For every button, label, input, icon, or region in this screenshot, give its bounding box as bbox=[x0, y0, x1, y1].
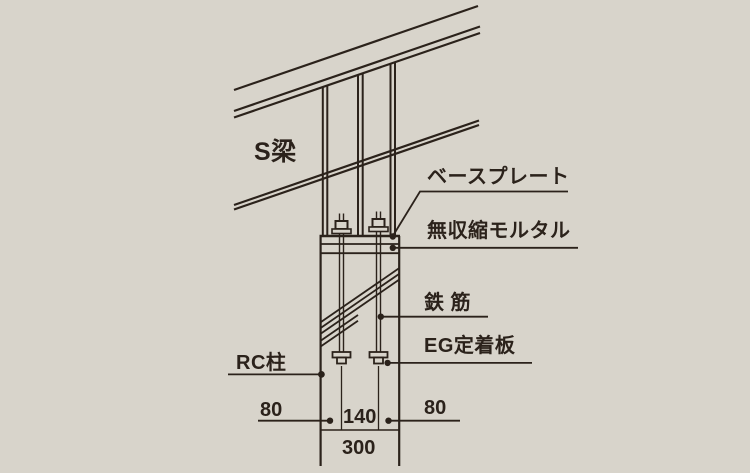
dimension-80-right: 80 bbox=[424, 397, 447, 419]
leader-base-plate bbox=[392, 190, 568, 237]
label-rc-column: RC柱 bbox=[236, 352, 287, 374]
dimension-140-center: 140 bbox=[343, 406, 377, 428]
rebar-lines bbox=[320, 267, 400, 348]
dot-rebar bbox=[377, 313, 384, 320]
dot-base-plate bbox=[389, 233, 396, 240]
rc-column-outline bbox=[319, 236, 401, 466]
label-s-beam: S梁 bbox=[254, 138, 297, 166]
dimension-extension-lines bbox=[340, 366, 380, 430]
eg-anchor-plates bbox=[331, 351, 389, 365]
label-base-plate: ベースプレート bbox=[427, 166, 570, 188]
anchor-bolt-nuts bbox=[331, 218, 389, 235]
dimension-300-total: 300 bbox=[342, 437, 376, 459]
dot-mortar bbox=[389, 244, 396, 251]
dot-rc-column bbox=[318, 371, 325, 378]
dot-dim-right bbox=[385, 417, 392, 424]
label-rebar: 鉄 筋 bbox=[424, 292, 472, 314]
base-plate-and-mortar-lines bbox=[319, 234, 400, 255]
label-mortar: 無収縮モルタル bbox=[427, 220, 571, 242]
steel-column-members bbox=[321, 61, 396, 236]
dot-dim-left bbox=[326, 417, 334, 424]
leader-dots bbox=[318, 233, 396, 424]
leader-lines bbox=[228, 190, 578, 422]
label-eg-plate: EG定着板 bbox=[424, 335, 516, 357]
dot-eg-plate bbox=[384, 359, 391, 367]
dimension-80-left: 80 bbox=[260, 399, 283, 421]
